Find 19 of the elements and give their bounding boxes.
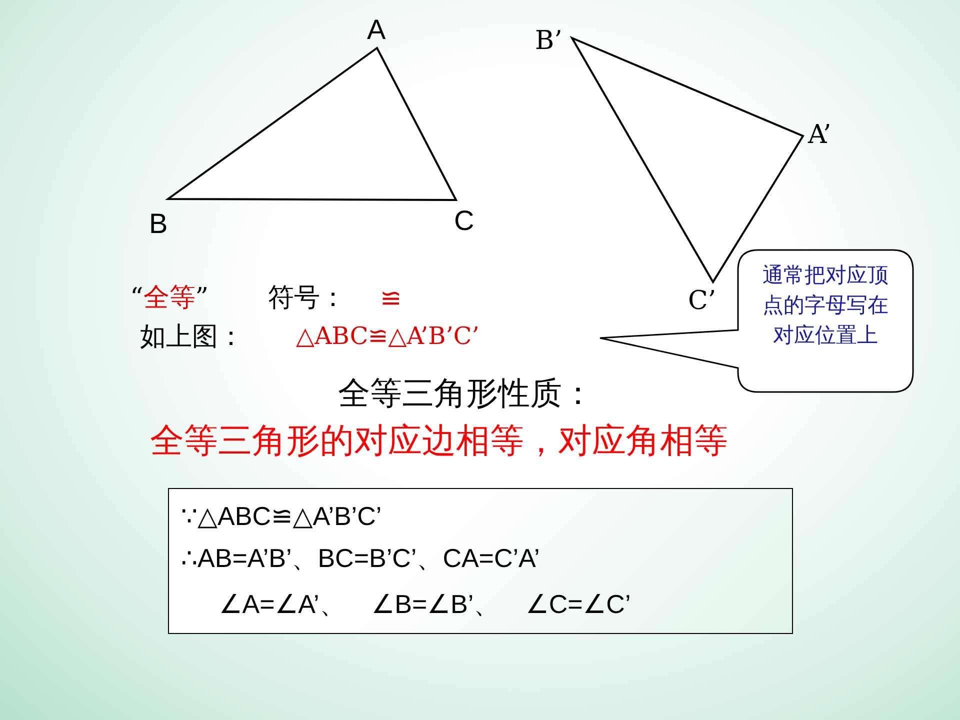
proof-box (168, 488, 793, 634)
vertex-label: B (149, 210, 168, 238)
symbol-caption: 符号： (268, 285, 346, 311)
vertex-label: C’ (688, 288, 716, 314)
congruence-statement: △ABC≌△A’B’C’ (296, 324, 480, 348)
proof-line: ∠A=∠A’、 ∠B=∠B’、 ∠C=∠C’ (219, 591, 631, 617)
property-statement: 全等三角形的对应边相等，对应角相等 (150, 424, 728, 458)
vertex-label: A (367, 16, 386, 44)
example-caption: 如上图： (140, 324, 244, 350)
proof-line: ∵△ABC≌△A’B’C’ (181, 503, 382, 529)
heading: 全等三角形性质： (338, 377, 594, 409)
callout-text: 通常把对应顶点的字母写在对应位置上 (762, 262, 890, 349)
speech-bubble (598, 248, 916, 395)
congruence-symbol: ≌ (380, 286, 402, 312)
term-label: “全等” (130, 285, 209, 311)
proof-line: ∴AB=A’B’、BC=B’C’、CA=C’A’ (181, 545, 540, 571)
vertex-label: A’ (808, 122, 832, 148)
vertex-label: C (454, 207, 474, 235)
vertex-label: B’ (535, 28, 562, 54)
